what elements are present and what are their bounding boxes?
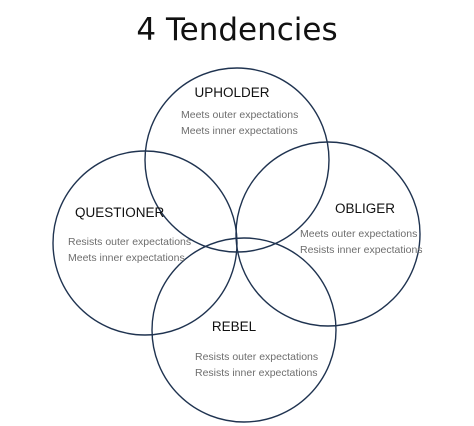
questioner-line-2: Meets inner expectations bbox=[68, 252, 185, 264]
obliger-circle bbox=[235, 141, 421, 327]
rebel-heading: REBEL bbox=[212, 319, 257, 334]
obliger-heading: OBLIGER bbox=[335, 201, 395, 216]
rebel-line-1: Resists outer expectations bbox=[195, 351, 318, 363]
rebel-circle bbox=[151, 237, 337, 423]
obliger-label-group: OBLIGER Meets outer expectations Resists… bbox=[300, 201, 423, 256]
rebel-line-2: Resists inner expectations bbox=[195, 367, 318, 379]
diagram-title: 4 Tendencies bbox=[136, 12, 337, 48]
obliger-line-2: Resists inner expectations bbox=[300, 244, 423, 256]
upholder-heading: UPHOLDER bbox=[194, 85, 269, 100]
questioner-line-1: Resists outer expectations bbox=[68, 236, 191, 248]
obliger-line-1: Meets outer expectations bbox=[300, 228, 417, 240]
rebel-label-group: REBEL Resists outer expectations Resists… bbox=[195, 319, 318, 379]
upholder-line-2: Meets inner expectations bbox=[181, 125, 298, 137]
upholder-label-group: UPHOLDER Meets outer expectations Meets … bbox=[181, 85, 298, 137]
questioner-heading: QUESTIONER bbox=[75, 205, 165, 220]
questioner-label-group: QUESTIONER Resists outer expectations Me… bbox=[68, 205, 191, 264]
upholder-line-1: Meets outer expectations bbox=[181, 109, 298, 121]
